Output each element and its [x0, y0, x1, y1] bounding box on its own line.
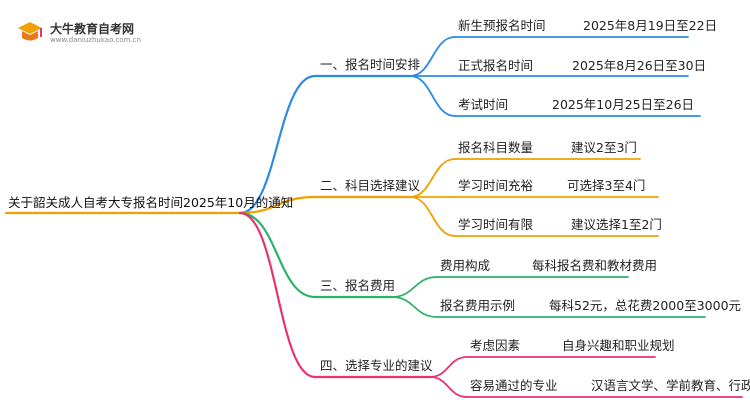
item-key: 报名费用示例 [440, 298, 516, 313]
item-value: 建议选择1至2门 [571, 217, 662, 232]
branch-3-curve [238, 211, 317, 299]
root-topic: 关于韶关成人自考大专报名时间2025年10月的通知 [8, 195, 294, 210]
leaf-curve-2-1 [391, 296, 438, 318]
item-key: 学习时间充裕 [458, 178, 534, 193]
item-key: 容易通过的专业 [470, 378, 558, 393]
item-value: 每科报名费和教材费用 [532, 258, 658, 273]
item-value: 可选择3至4门 [567, 178, 646, 193]
item-value: 汉语言文学、学前教育、行政管理 [591, 378, 750, 393]
branch-fees: 三、报名费用 [320, 278, 396, 293]
leaf-curve-3-1 [429, 376, 468, 398]
item-key: 考试时间 [458, 97, 509, 112]
branch-2-curve [238, 195, 317, 215]
logo-subtitle: www.daniuzhukao.com.cn [50, 36, 141, 44]
item-key: 学习时间有限 [458, 217, 534, 232]
book-logo-icon [18, 22, 42, 41]
leaf-curve-3-0 [429, 356, 468, 378]
branch-1-curve [238, 74, 317, 215]
branch-schedule: 一、报名时间安排 [320, 57, 421, 72]
branch-major-advice: 四、选择专业的建议 [320, 358, 433, 373]
item-key: 新生预报名时间 [458, 18, 546, 33]
item-key: 正式报名时间 [458, 58, 534, 73]
item-key: 费用构成 [440, 258, 491, 273]
item-key: 报名科目数量 [458, 140, 534, 155]
leaf-curve-0-0 [409, 36, 456, 77]
leaf-curve-1-2 [409, 196, 456, 237]
item-value: 自身兴趣和职业规划 [562, 338, 675, 353]
leaf-curve-2-0 [391, 276, 438, 298]
item-value: 每科52元，总花费2000至3000元 [549, 298, 742, 313]
logo: 大牛教育自考网 www.daniuzhukao.com.cn [14, 14, 154, 50]
item-value: 2025年8月19日至22日 [583, 18, 718, 33]
leaf-curve-0-2 [409, 75, 456, 117]
branch-4-curve [238, 211, 317, 379]
logo-title: 大牛教育自考网 [50, 22, 135, 36]
branch-subjects: 二、科目选择建议 [320, 178, 421, 193]
leaf-curve-1-0 [409, 158, 456, 198]
item-key: 考虑因素 [470, 338, 521, 353]
item-value: 2025年10月25日至26日 [552, 97, 695, 112]
item-value: 2025年8月26日至30日 [572, 58, 707, 73]
item-value: 建议2至3门 [571, 140, 637, 155]
